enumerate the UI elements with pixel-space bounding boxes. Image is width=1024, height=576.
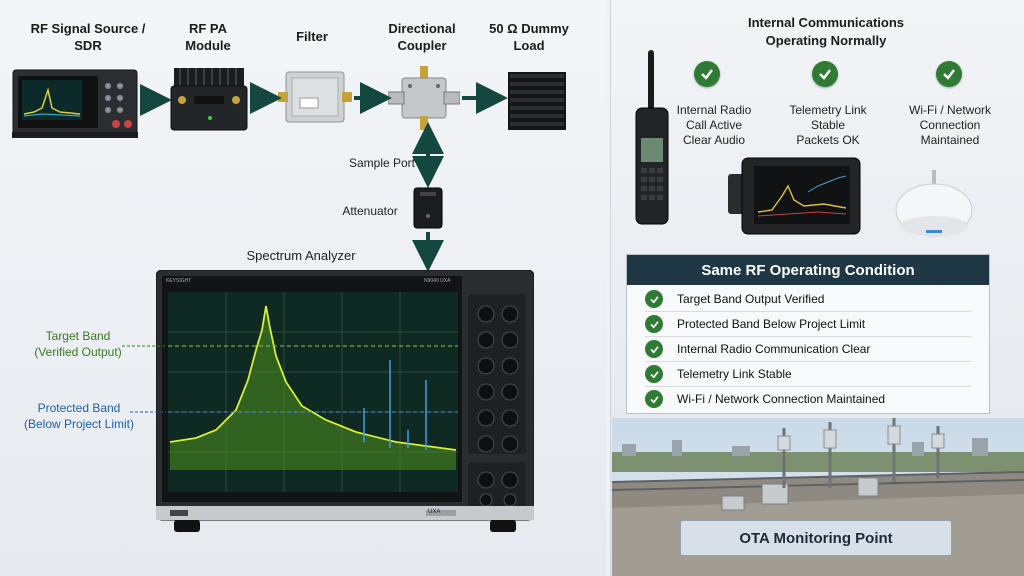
rf-source-device (12, 68, 138, 138)
radio-status-line: Call Active (685, 118, 743, 132)
check-icon (936, 61, 962, 87)
target-band-title: Target Band (45, 329, 111, 343)
condition-item: Telemetry Link Stable (645, 362, 971, 387)
radio-status-line: Clear Audio (682, 133, 746, 147)
comms-title: Internal Communications Operating Normal… (726, 14, 926, 50)
rf-pa-label: RF PA Module (185, 21, 231, 53)
wifi-status-line: Wi-Fi / Network (909, 103, 991, 117)
check-icon (812, 61, 838, 87)
wifi-status: Wi-Fi / Network Connection Maintained (898, 103, 1002, 148)
telemetry-status-line: Packets OK (796, 133, 860, 147)
sample-port-label: Sample Port (348, 156, 416, 170)
check-icon (645, 290, 663, 308)
dummy-load-device (506, 68, 568, 132)
protected-band-label: Protected Band (Below Project Limit) (14, 400, 144, 432)
protected-band-title: Protected Band (37, 401, 121, 415)
wifi-status-line: Maintained (920, 133, 980, 147)
analyzer-model: N9040 UXA (424, 278, 451, 284)
spectrum-analyzer-label: Spectrum Analyzer (246, 248, 356, 263)
target-band-label: Target Band (Verified Output) (18, 328, 138, 360)
radio-status-line: Internal Radio (676, 103, 752, 117)
telemetry-status: Telemetry Link Stable Packets OK (776, 103, 880, 148)
telemetry-status-line: Telemetry Link (789, 103, 867, 117)
comms-title-line2: Operating Normally (765, 33, 887, 48)
check-icon (645, 340, 663, 358)
rf-pa-device (170, 66, 248, 132)
condition-item-label: Internal Radio Communication Clear (677, 342, 871, 356)
condition-item: Internal Radio Communication Clear (645, 337, 971, 362)
condition-item: Wi-Fi / Network Connection Maintained (645, 387, 971, 411)
condition-item-label: Protected Band Below Project Limit (677, 317, 866, 331)
analyzer-badge: UXA (428, 509, 441, 515)
check-icon (694, 61, 720, 87)
operating-condition-box: Same RF Operating Condition Target Band … (626, 254, 990, 414)
analyzer-brand: KEYSIGHT (166, 278, 192, 284)
filter-label: Filter (296, 29, 328, 44)
filter-device (278, 68, 352, 126)
condition-item: Target Band Output Verified (645, 287, 971, 312)
check-icon (645, 315, 663, 333)
comms-title-line1: Internal Communications (747, 15, 905, 30)
spectrum-analyzer-device (155, 269, 535, 534)
protected-band-subtitle: (Below Project Limit) (23, 417, 135, 431)
signal-flow-arrows (140, 82, 508, 272)
radio-status: Internal Radio Call Active Clear Audio (664, 103, 764, 148)
rf-source-label: RF Signal Source / SDR (30, 21, 146, 53)
condition-item-label: Target Band Output Verified (677, 292, 825, 306)
condition-title: Same RF Operating Condition (627, 255, 989, 285)
ota-monitoring-label: OTA Monitoring Point (680, 520, 952, 556)
coupler-label: Directional Coupler (388, 21, 456, 53)
attenuator-device (412, 186, 444, 230)
check-icon (645, 365, 663, 383)
check-icon (645, 390, 663, 408)
condition-item-label: Telemetry Link Stable (677, 367, 792, 381)
telemetry-tablet-icon (728, 156, 868, 238)
attenuator-label: Attenuator (342, 204, 398, 218)
target-band-subtitle: (Verified Output) (34, 345, 122, 359)
wifi-router-icon (894, 170, 974, 240)
telemetry-status-line: Stable (810, 118, 846, 132)
wifi-status-line: Connection (919, 118, 981, 132)
dummy-load-label: 50 Ω Dummy Load (489, 21, 569, 53)
band-pointer-lines (122, 345, 166, 413)
condition-item-label: Wi-Fi / Network Connection Maintained (677, 392, 886, 406)
condition-item: Protected Band Below Project Limit (645, 312, 971, 337)
radio-handset-icon (632, 50, 672, 226)
